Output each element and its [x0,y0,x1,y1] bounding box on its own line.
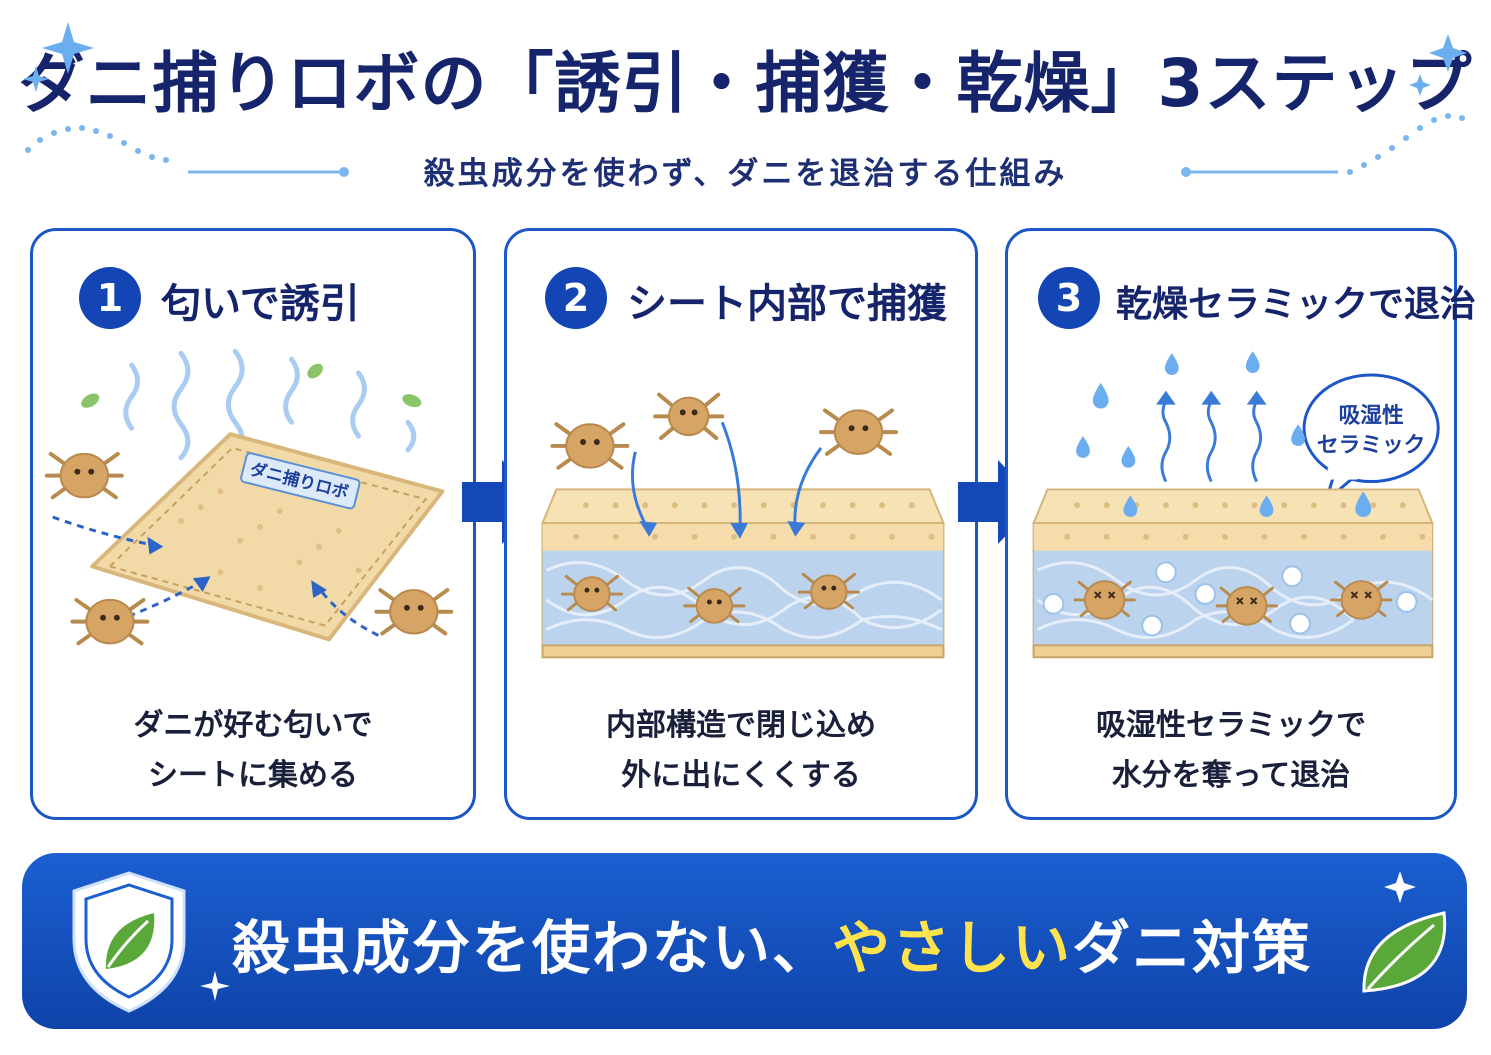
banner-text-part: 殺虫成分を使わない、 [232,914,833,982]
subtitle-row: 殺虫成分を使わず、ダニを退治する仕組み [0,148,1491,198]
bubble-text: セラミック [1317,433,1425,458]
sheet-cross-section [541,488,945,659]
leaf-icon [1362,871,1447,993]
desc-line: 内部構造で閉じ込め [606,708,876,743]
step-heading: 乾燥セラミックで退治 [1116,284,1477,325]
step-1-header: 1 匂いで誘引 [33,267,473,337]
subtitle: 殺虫成分を使わず、ダニを退治する仕組み [423,156,1068,192]
desc-line: ダニが好む匂いで [133,708,373,743]
mite-icon [70,597,150,646]
page-title: ダニ捕りロボの「誘引・捕獲・乾燥」3ステップ [18,45,1473,122]
sparkle-icon [200,971,230,1001]
dry-illustration: 吸湿性 セラミック [1032,351,1440,659]
desc-line: 外に出にくくする [621,758,861,793]
ceramic-bead-icon [1042,561,1418,637]
step-description: 内部構造で閉じ込め 外に出にくくする [507,701,975,801]
step-2-header: 2 シート内部で捕獲 [507,267,975,337]
step-description: 吸湿性セラミックで 水分を奪って退治 [1008,701,1454,801]
step-number-badge: 2 [545,267,607,329]
speech-bubble: 吸湿性 セラミック [1302,373,1440,506]
mite-icon [374,588,454,636]
sparkle-icon [42,22,94,74]
mite-icon [560,574,624,612]
step-card-3: 3 乾燥セラミックで退治 吸湿性 セラミック [1005,228,1476,820]
dead-mite-icon [1073,580,1136,620]
bubble-text: 吸湿性 [1339,403,1404,428]
step-number-badge: 3 [1038,267,1100,329]
step-description: ダニが好む匂いで シートに集める [33,701,473,801]
sheet-cross-section [1032,488,1434,659]
desc-line: 水分を奪って退治 [1111,758,1351,793]
sparkle-icon [1409,74,1431,96]
banner-text-part: ダニ対策 [1072,914,1313,982]
sparkle-icon [1429,34,1467,72]
desc-line: シートに集める [148,758,358,793]
step-heading: 匂いで誘引 [161,281,360,327]
mite-icon [44,451,124,500]
step-number-badge: 1 [79,267,141,329]
mite-icon [683,586,746,624]
banner-text: 殺虫成分を使わない、やさしいダニ対策 [232,901,1312,985]
attract-illustration: ダニ捕りロボ [44,348,454,646]
water-drop-icon [1076,351,1372,518]
dead-mite-icon [1330,580,1393,620]
step-card-2: 2 シート内部で捕獲 [504,228,978,820]
scent-sheet: ダニ捕りロボ [90,432,445,642]
desc-line: 吸湿性セラミックで [1096,708,1366,743]
sparkle-icon [23,66,49,92]
mite-icon [819,408,898,456]
shield-leaf-icon [72,871,186,1013]
header-decoration [23,22,1467,177]
capture-illustration [541,392,945,659]
step-3-header: 3 乾燥セラミックで退治 [1008,267,1476,337]
bottom-banner: 殺虫成分を使わない、やさしいダニ対策 [22,853,1467,1029]
step-card-1: 1 匂いで誘引 ダニ捕りロボ [30,228,476,820]
banner-highlight: やさしい [832,914,1073,982]
mite-icon [797,572,860,610]
mite-icon [653,392,725,441]
step-heading: シート内部で捕獲 [627,281,947,327]
mite-icon [550,422,630,470]
dead-mite-icon [1215,586,1278,626]
